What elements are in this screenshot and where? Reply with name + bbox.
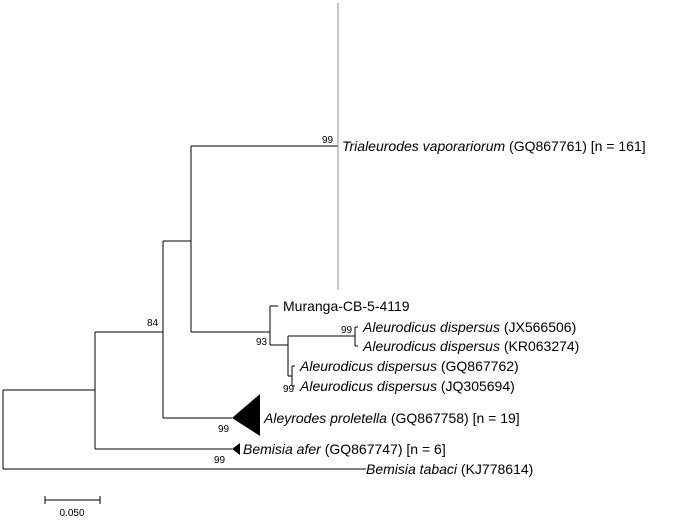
tip-label-trialeurodes: Trialeurodes vaporariorum (GQ867761) [n … xyxy=(342,138,646,154)
tip-label-bemisia-tabaci: Bemisia tabaci (KJ778614) xyxy=(366,461,533,477)
collapsed-clade-aleyrodes-proletella xyxy=(232,394,260,436)
bootstrap-ad34: 99 xyxy=(283,384,295,395)
tip-label-ad4: Aleurodicus dispersus (JQ305694) xyxy=(299,378,515,394)
collapsed-clade-bemisia-afer xyxy=(232,443,240,455)
bootstrap-bemisia-afer: 99 xyxy=(214,455,226,466)
tip-label-ad3: Aleurodicus dispersus (GQ867762) xyxy=(299,358,519,374)
tip-label-muranga: Muranga-CB-5-4119 xyxy=(283,298,410,314)
tip-label-ad1: Aleurodicus dispersus (JX566506) xyxy=(362,319,576,335)
bootstrap-node-93: 93 xyxy=(256,337,268,348)
tip-label-ad2: Aleurodicus dispersus (KR063274) xyxy=(362,338,579,354)
bootstrap-ad12: 99 xyxy=(341,325,353,336)
bootstrap-trialeurodes: 99 xyxy=(322,135,334,146)
tip-label-aleyrodes: Aleyrodes proletella (GQ867758) [n = 19] xyxy=(263,410,520,426)
tip-label-bemisia-afer: Bemisia afer (GQ867747) [n = 6] xyxy=(243,441,446,457)
scale-bar-label: 0.050 xyxy=(59,508,84,519)
bootstrap-node-84: 84 xyxy=(147,318,159,329)
bootstrap-aleyrodes: 99 xyxy=(218,424,230,435)
